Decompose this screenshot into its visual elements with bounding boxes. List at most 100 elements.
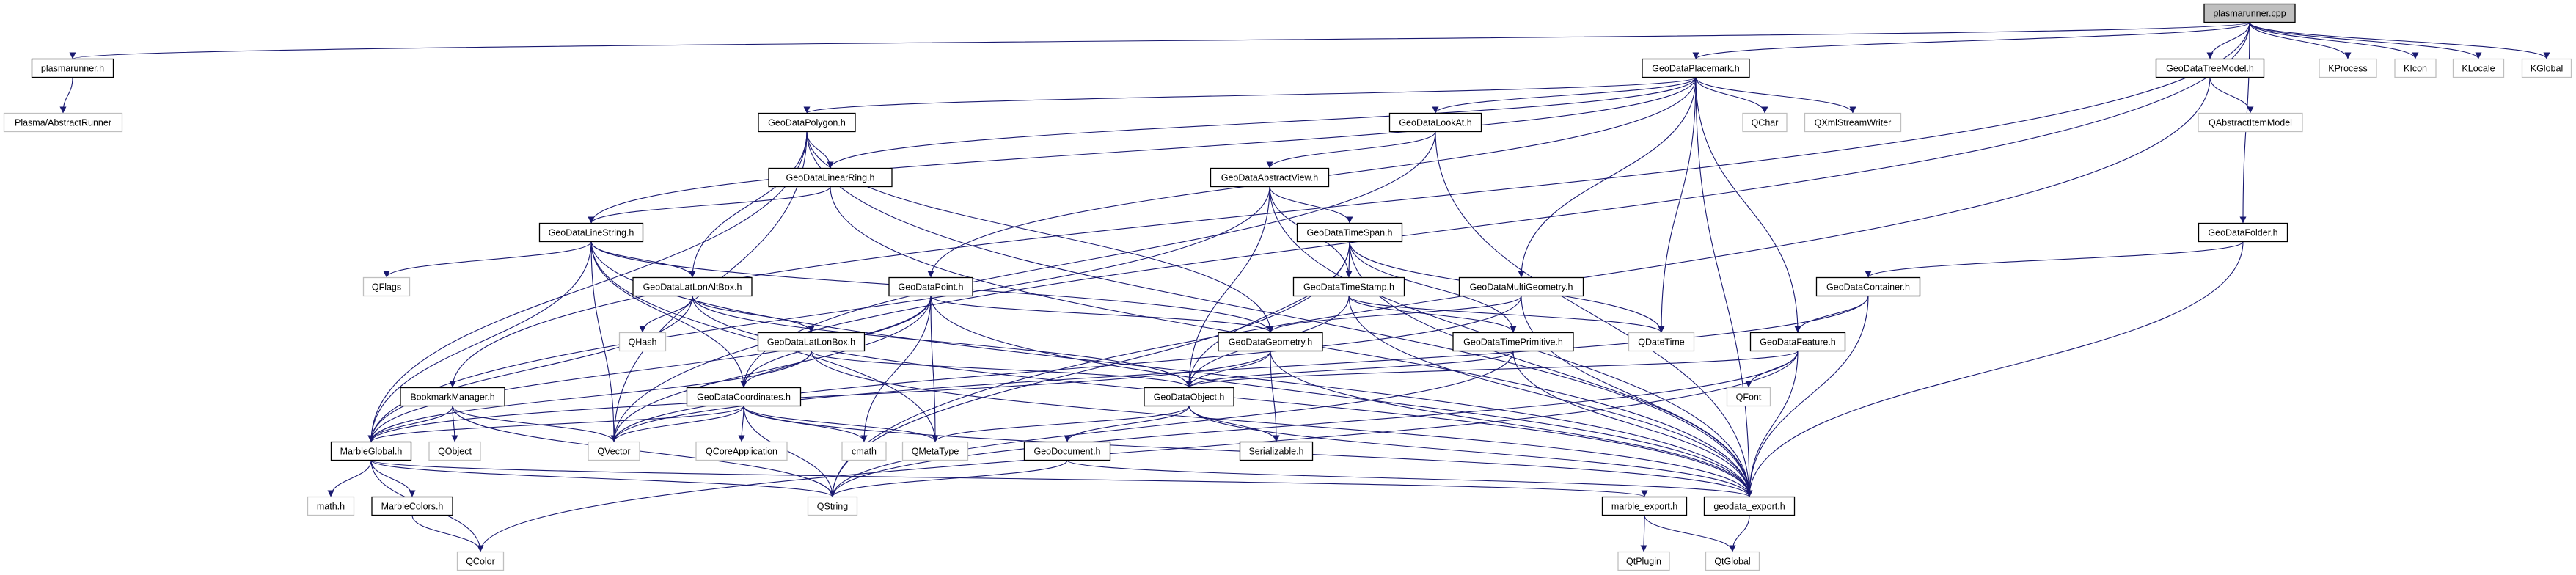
- node-label: QFlags: [372, 282, 401, 293]
- node-geodatatimestamp-h[interactable]: GeoDataTimeStamp.h: [1292, 276, 1405, 297]
- edge-geodatacoordinates-h-to-qvector: [610, 406, 744, 442]
- node-box: [632, 276, 753, 297]
- edge-plasmarunner-cpp-to-klocale: [2249, 22, 2482, 59]
- node-geodatacoordinates-h[interactable]: GeoDataCoordinates.h: [686, 387, 802, 407]
- node-kicon: KIcon: [2394, 58, 2437, 78]
- node-geodatalookat-h[interactable]: GeoDataLookAt.h: [1388, 112, 1482, 133]
- edge-geodataabstractview-h-to-geodatatimespan-h: [1269, 186, 1353, 224]
- edge-plasmarunner-cpp-to-qvector: [610, 22, 2250, 442]
- node-box: [1642, 58, 1750, 78]
- edge-geodatapoint-h-to-cmath: [860, 296, 932, 442]
- node-label: QCoreApplication: [706, 447, 777, 457]
- node-qstring: QString: [807, 496, 858, 516]
- edge-geodataobject-h-to-qmetatype: [932, 406, 1190, 442]
- node-geodatalinearring-h[interactable]: GeoDataLinearRing.h: [768, 167, 893, 188]
- edge-geodatalookat-h-to-geodata-export-h: [1435, 131, 1753, 497]
- node-label: Plasma/AbstractRunner: [15, 118, 111, 128]
- node-geodatapolygon-h[interactable]: GeoDataPolygon.h: [758, 112, 856, 133]
- node-serializable-h[interactable]: Serializable.h: [1239, 441, 1314, 461]
- node-box: [1144, 387, 1234, 407]
- edge-marble-export-h-to-qtglobal: [1644, 515, 1736, 552]
- edge-geodataplacemark-h-to-geodatalookat-h: [1432, 77, 1697, 114]
- edge-geodatapoint-h-to-qvector: [610, 296, 932, 442]
- node-label: plasmarunner.h: [41, 64, 104, 74]
- node-box: [330, 441, 412, 461]
- node-geodocument-h[interactable]: GeoDocument.h: [1023, 441, 1111, 461]
- node-label: GeoDataTimeSpan.h: [1307, 228, 1393, 238]
- edge-geodatalatlonbox-h-to-geodatacoordinates-h: [740, 351, 812, 388]
- edge-geodataobject-h-to-geodata-export-h: [1188, 406, 1753, 497]
- nodes-layer: plasmarunner.cpp plasmarunner.hPlasma/Abs…: [3, 3, 2572, 571]
- node-box: [2452, 58, 2505, 78]
- node-qfont: QFont: [1726, 387, 1771, 407]
- node-box: [1292, 276, 1405, 297]
- edge-geodataplacemark-h-to-qxmlstreamwriter: [1695, 77, 1856, 114]
- node-geodatapoint-h[interactable]: GeoDataPoint.h: [888, 276, 973, 297]
- node-label: QVector: [597, 447, 630, 457]
- node-box: [538, 222, 644, 243]
- edge-geodatatreemodel-h-to-qabstractitemmodel: [2209, 77, 2254, 114]
- node-bookmarkmanager-h[interactable]: BookmarkManager.h: [400, 387, 505, 407]
- edge-geodataplacemark-h-to-geodatamultigeometry-h: [1518, 77, 1697, 278]
- edge-geodatatimestamp-h-to-geodatatimeprimitive-h: [1348, 296, 1517, 333]
- node-geodataobject-h[interactable]: GeoDataObject.h: [1144, 387, 1234, 407]
- edge-bookmarkmanager-h-to-qstring: [452, 406, 836, 497]
- node-marblecolors-h[interactable]: MarbleColors.h: [371, 496, 453, 516]
- node-geodataplacemark-h[interactable]: GeoDataPlacemark.h: [1642, 58, 1750, 78]
- node-label: KGlobal: [2531, 64, 2563, 74]
- edge-geodatalatlonaltbox-h-to-geodatalatlonbox-h: [692, 296, 815, 333]
- edge-plasmarunner-cpp-to-plasmarunner-h: [70, 22, 2250, 59]
- edge-geodatalatlonaltbox-h-to-geodataobject-h: [692, 296, 1193, 388]
- edge-plasmarunner-cpp-to-geodataplacemark-h: [1692, 22, 2250, 59]
- node-box: [1804, 112, 1902, 133]
- node-label: BookmarkManager.h: [410, 392, 494, 403]
- edge-geodatapolygon-h-to-geodatageometry-h: [806, 131, 1274, 333]
- edge-geodatafeature-h-to-qfont: [1745, 351, 1799, 388]
- node-marble-export-h[interactable]: marble_export.h: [1601, 496, 1688, 516]
- node-box: [2394, 58, 2437, 78]
- edge-geodatalinestring-h-to-geodatalatlonaltbox-h: [590, 241, 696, 278]
- node-geodatalatlonaltbox-h[interactable]: GeoDataLatLonAltBox.h: [632, 276, 753, 297]
- node-geodatacontainer-h[interactable]: GeoDataContainer.h: [1815, 276, 1921, 297]
- node-geodatafolder-h[interactable]: GeoDataFolder.h: [2198, 222, 2288, 243]
- node-geodataabstractview-h[interactable]: GeoDataAbstractView.h: [1210, 167, 1330, 188]
- node-plasmarunner-h[interactable]: plasmarunner.h: [31, 58, 114, 78]
- node-box: [758, 112, 856, 133]
- node-label: GeoDataPolygon.h: [768, 118, 846, 128]
- node-marbleglobal-h[interactable]: MarbleGlobal.h: [330, 441, 412, 461]
- node-box: [1705, 551, 1760, 571]
- edge-geodatacontainer-h-to-geodata-export-h: [1746, 296, 1869, 497]
- node-box: [1628, 332, 1695, 352]
- node-geodata-export-h[interactable]: geodata_export.h: [1703, 496, 1796, 516]
- node-label: GeoDataFeature.h: [1760, 337, 1836, 348]
- node-box: [588, 441, 640, 461]
- node-geodatalinestring-h[interactable]: GeoDataLineString.h: [538, 222, 644, 243]
- edge-geodatapoint-h-to-marbleglobal-h: [367, 296, 932, 442]
- edge-geodatageometry-h-to-serializable-h: [1270, 351, 1280, 442]
- edge-geodatacoordinates-h-to-cmath: [743, 406, 868, 442]
- node-geodatatreemodel-h[interactable]: GeoDataTreeModel.h: [2155, 58, 2265, 78]
- node-box: [1749, 332, 1846, 352]
- node-label: KIcon: [2404, 64, 2427, 74]
- node-plasmarunner-cpp[interactable]: plasmarunner.cpp: [2203, 3, 2296, 23]
- node-geodatamultigeometry-h[interactable]: GeoDataMultiGeometry.h: [1458, 276, 1584, 297]
- node-box: [31, 58, 114, 78]
- node-box: [371, 496, 453, 516]
- edge-geodatalinestring-h-to-qvector: [590, 241, 618, 442]
- node-geodatatimespan-h[interactable]: GeoDataTimeSpan.h: [1296, 222, 1403, 243]
- node-geodatafeature-h[interactable]: GeoDataFeature.h: [1749, 332, 1846, 352]
- node-geodatalatlonbox-h[interactable]: GeoDataLatLonBox.h: [757, 332, 866, 352]
- node-label: QFont: [1736, 392, 1762, 403]
- node-box: [2521, 58, 2572, 78]
- node-qobject: QObject: [428, 441, 481, 461]
- node-label: math.h: [317, 502, 345, 512]
- node-geodatatimeprimitive-h[interactable]: GeoDataTimePrimitive.h: [1452, 332, 1574, 352]
- node-label: GeoDataLatLonAltBox.h: [643, 282, 742, 293]
- node-geodatageometry-h[interactable]: GeoDataGeometry.h: [1218, 332, 1323, 352]
- node-qcolor: QColor: [456, 551, 505, 571]
- node-qhash: QHash: [618, 332, 667, 352]
- edge-geodatalatlonaltbox-h-to-marbleglobal-h: [367, 296, 693, 442]
- edge-geodataplacemark-h-to-geodatalinestring-h: [588, 77, 1697, 224]
- node-label: MarbleGlobal.h: [340, 447, 403, 457]
- node-label: GeoDataLineString.h: [549, 228, 634, 238]
